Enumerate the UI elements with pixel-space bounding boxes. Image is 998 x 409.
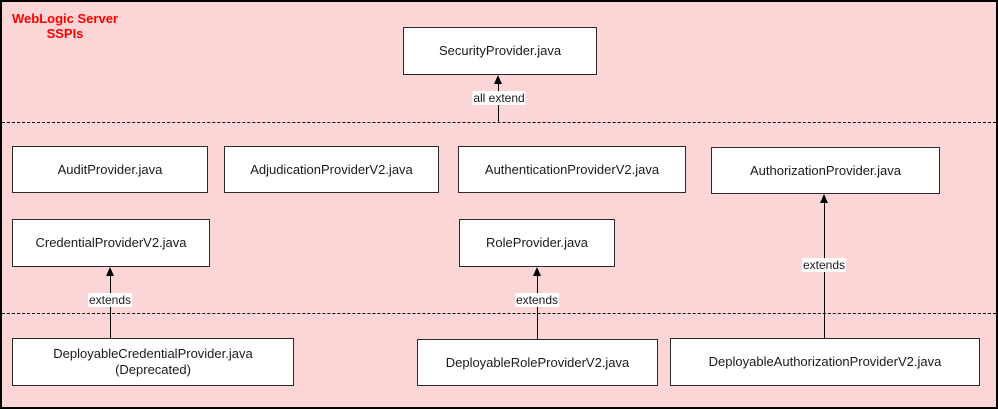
class-box-adjudication-provider-label: AdjudicationProviderV2.java bbox=[250, 161, 413, 177]
arrow-head-extends-authorization bbox=[820, 194, 828, 203]
class-box-role-provider-label: RoleProvider.java bbox=[486, 235, 588, 250]
class-box-authentication-provider-label: AuthenticationProviderV2.java bbox=[484, 161, 660, 177]
diagram-title-line2: SSPIs bbox=[46, 26, 84, 41]
class-box-deployable-credential-provider-line1: DeployableCredentialProvider.java bbox=[53, 346, 253, 361]
class-box-deployable-authorization-provider: DeployableAuthorizationProviderV2.java bbox=[670, 338, 980, 386]
class-box-deployable-role-provider-label: DeployableRoleProviderV2.java bbox=[445, 354, 630, 370]
class-box-deployable-authorization-provider-label: DeployableAuthorizationProviderV2.java bbox=[708, 354, 942, 369]
diagram-title-line1: WebLogic Server bbox=[12, 11, 118, 26]
class-box-authorization-provider: AuthorizationProvider.java bbox=[711, 147, 940, 194]
class-box-authorization-provider-label: AuthorizationProvider.java bbox=[749, 162, 902, 178]
arrow-label-extends-credential: extends bbox=[87, 293, 133, 307]
class-box-audit-provider-label: AuditProvider.java bbox=[57, 161, 163, 177]
class-box-credential-provider: CredentialProviderV2.java bbox=[12, 219, 210, 267]
class-box-deployable-credential-provider-line2: (Deprecated) bbox=[115, 362, 191, 377]
diagram-title: WebLogic Server SSPIs bbox=[9, 11, 121, 41]
class-box-audit-provider: AuditProvider.java bbox=[12, 146, 208, 193]
class-box-deployable-credential-provider: DeployableCredentialProvider.java (Depre… bbox=[12, 338, 294, 386]
section-divider-upper bbox=[2, 122, 996, 123]
arrow-head-extends-credential bbox=[106, 267, 114, 276]
arrow-label-extends-authorization: extends bbox=[801, 258, 847, 272]
class-box-deployable-role-provider: DeployableRoleProviderV2.java bbox=[417, 339, 658, 386]
arrow-head-all-extend bbox=[494, 75, 502, 84]
arrow-label-extends-role: extends bbox=[514, 293, 560, 307]
class-box-security-provider-label: SecurityProvider.java bbox=[438, 43, 562, 58]
arrow-label-all-extend: all extend bbox=[472, 91, 526, 105]
class-box-credential-provider-label: CredentialProviderV2.java bbox=[35, 235, 187, 250]
section-divider-lower bbox=[2, 313, 996, 314]
class-box-adjudication-provider: AdjudicationProviderV2.java bbox=[224, 146, 439, 193]
class-box-authentication-provider: AuthenticationProviderV2.java bbox=[458, 146, 686, 193]
class-box-security-provider: SecurityProvider.java bbox=[403, 27, 597, 75]
class-box-role-provider: RoleProvider.java bbox=[459, 219, 615, 267]
arrow-head-extends-role bbox=[533, 267, 541, 276]
